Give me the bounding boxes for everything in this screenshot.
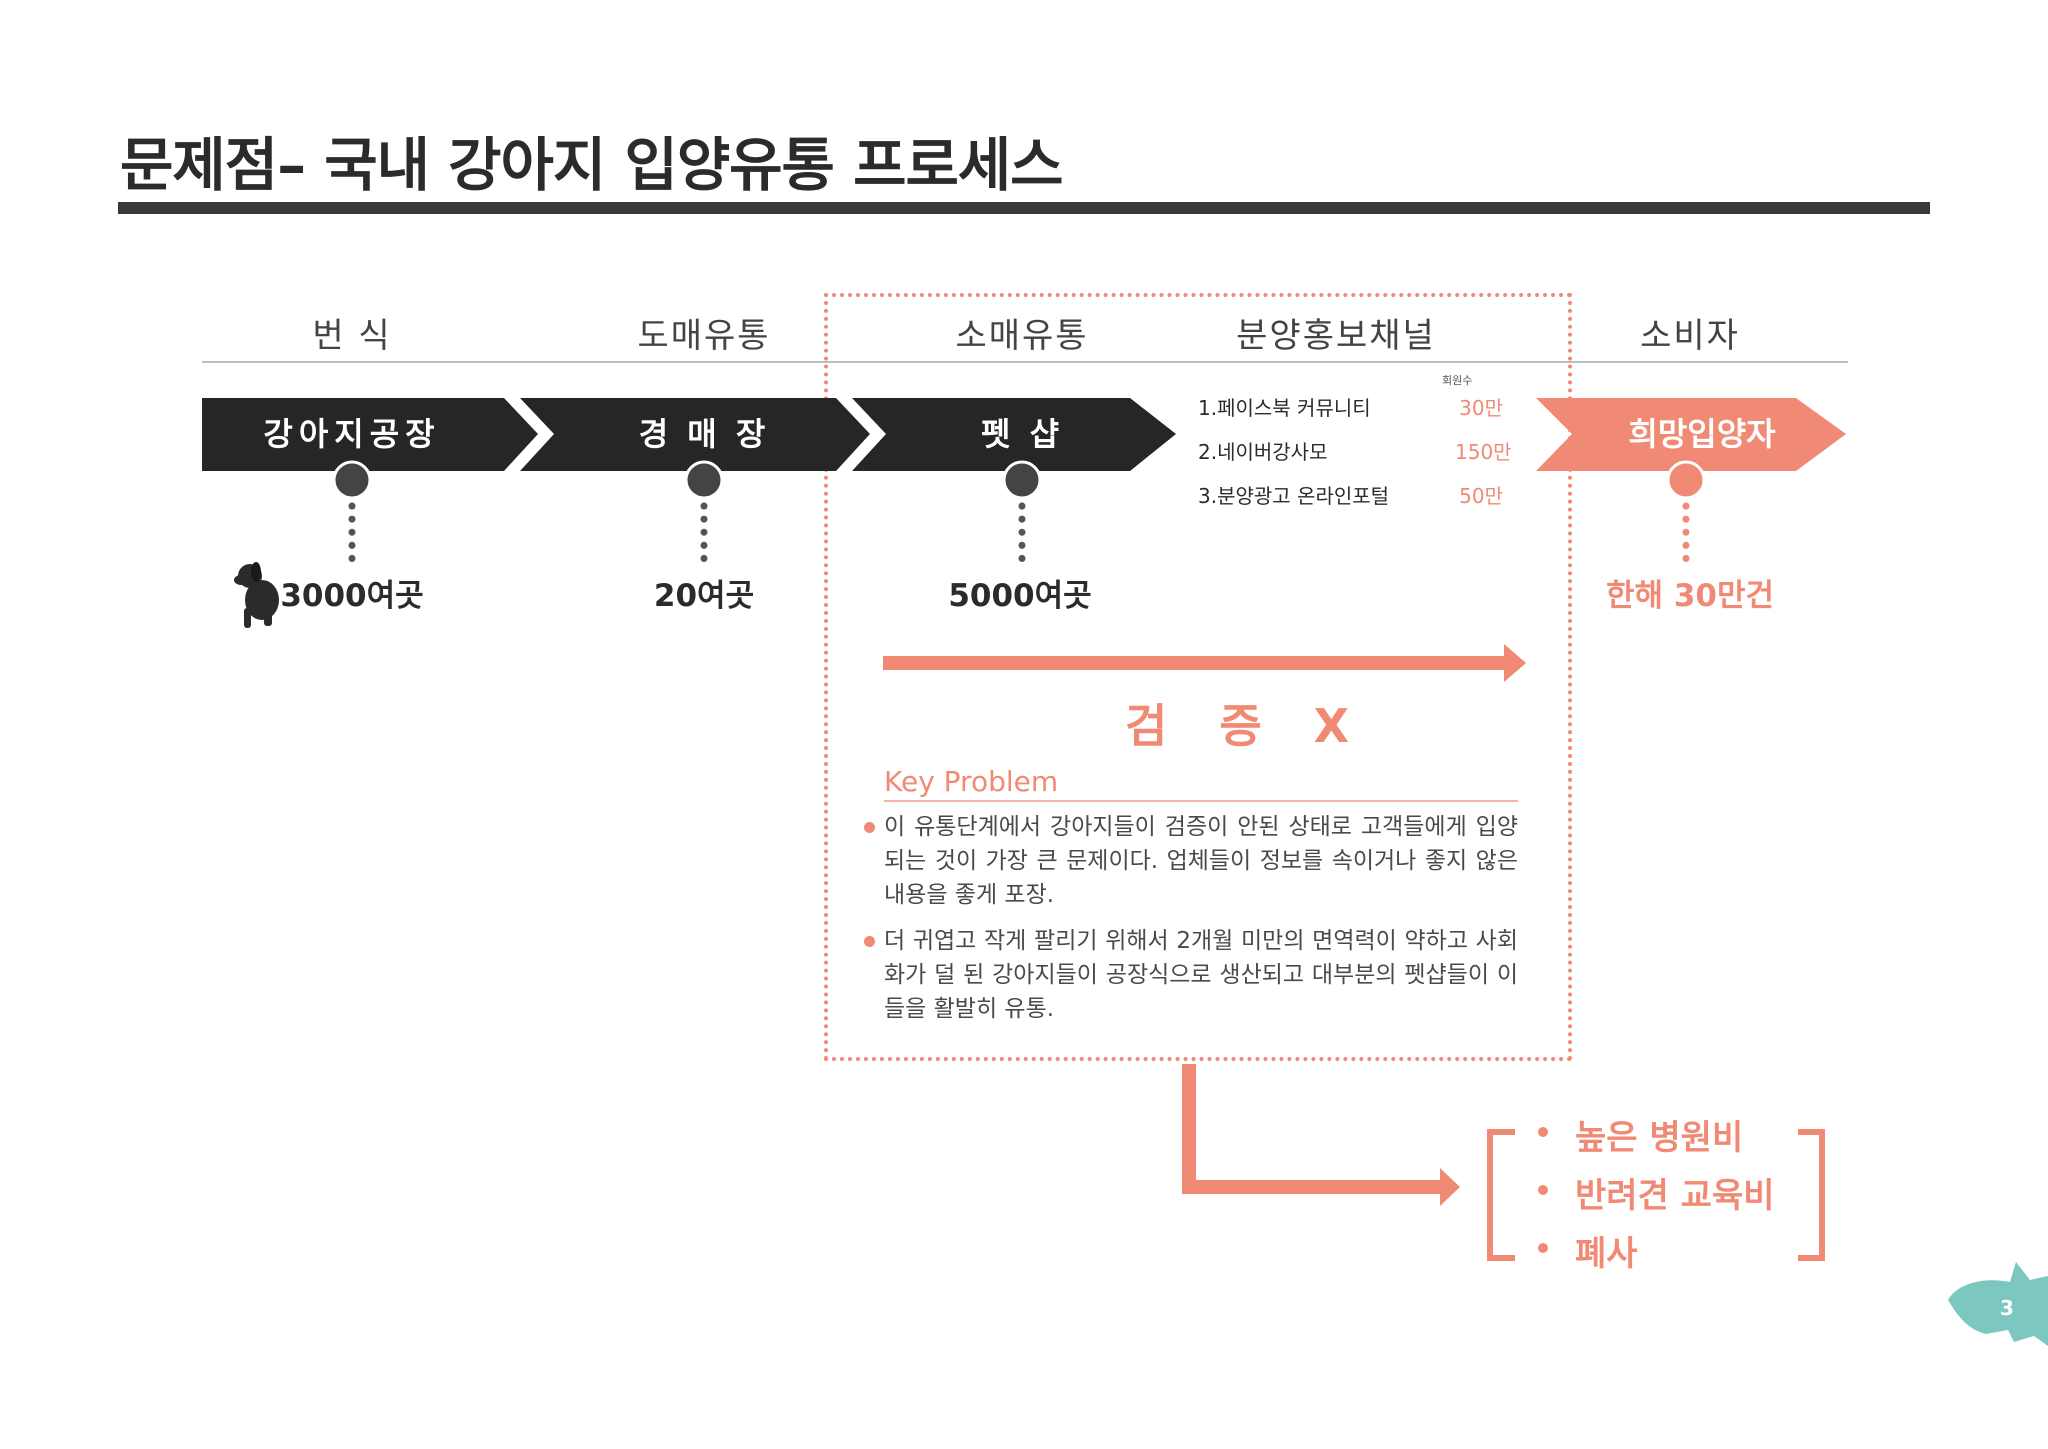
title-underline (118, 202, 1930, 214)
channel-value: 150만 (1455, 440, 1512, 464)
key-problem-title: Key Problem (884, 765, 1059, 798)
verification-label: 검 증 X (1125, 699, 1368, 753)
problem-bracket-left (1487, 1129, 1515, 1261)
channel-name: 2.네이버강사모 (1198, 440, 1328, 464)
bullet-dot (864, 936, 875, 947)
node-auction (684, 460, 724, 500)
count-hopeful: 한해 30만건 (1605, 578, 1775, 614)
verification-arrow (883, 644, 1526, 682)
teal-dog-icon (1948, 1262, 2048, 1346)
problem-bracket-right (1798, 1129, 1825, 1261)
flow-petshop-label: 펫 샵 (981, 415, 1063, 453)
outcome-arrow (1182, 1064, 1460, 1206)
stage-label-promo: 분양홍보채널 (1236, 316, 1436, 356)
bullet-dot (864, 822, 875, 833)
flow-auction-label: 경 매 장 (639, 415, 770, 453)
node-petshop (1002, 460, 1042, 500)
node-hopeful (1666, 460, 1706, 500)
stage-divider (202, 361, 1848, 363)
dog-icon (234, 562, 279, 628)
members-label: 회원수 (1442, 374, 1473, 387)
channel-value: 50만 (1459, 484, 1503, 508)
problem-item: 반려견 교육비 (1575, 1176, 1775, 1216)
problem-item: 높은 병원비 (1575, 1118, 1744, 1158)
stage-label-consumer: 소비자 (1640, 316, 1740, 356)
page-title: 문제점– 국내 강아지 입양유통 프로세스 (120, 131, 1064, 199)
channel-name: 1.페이스북 커뮤니티 (1198, 396, 1371, 420)
count-factory: 3000여곳 (280, 578, 424, 614)
stage-label-wholesale: 도매유통 (637, 316, 771, 356)
key-problem-bullet: 더 귀엽고 작게 팔리기 위해서 2개월 미만의 면역력이 약하고 사회화가 덜… (884, 928, 1518, 1022)
chevron-petshop (864, 398, 1176, 471)
flow-factory-label: 강아지공장 (263, 415, 440, 453)
stage-label-breeding: 번 식 (312, 316, 392, 356)
count-auction: 20여곳 (653, 578, 755, 614)
node-factory (332, 460, 372, 500)
chevron-hopeful (1536, 398, 1846, 471)
channel-name: 3.분양광고 온라인포털 (1198, 484, 1390, 508)
key-problem-underline (884, 800, 1518, 802)
channel-value: 30만 (1459, 396, 1503, 420)
page-number: 3 (2000, 1296, 2014, 1320)
flow-hopeful-label: 희망입양자 (1628, 415, 1776, 453)
unverified-zone-box (824, 293, 1572, 1061)
key-problem-bullet: 이 유통단계에서 강아지들이 검증이 안된 상태로 고객들에게 입양되는 것이 … (884, 814, 1518, 908)
problem-item: 폐사 (1575, 1234, 1638, 1274)
count-petshop: 5000여곳 (948, 578, 1092, 614)
stage-label-retail: 소매유통 (955, 316, 1089, 356)
